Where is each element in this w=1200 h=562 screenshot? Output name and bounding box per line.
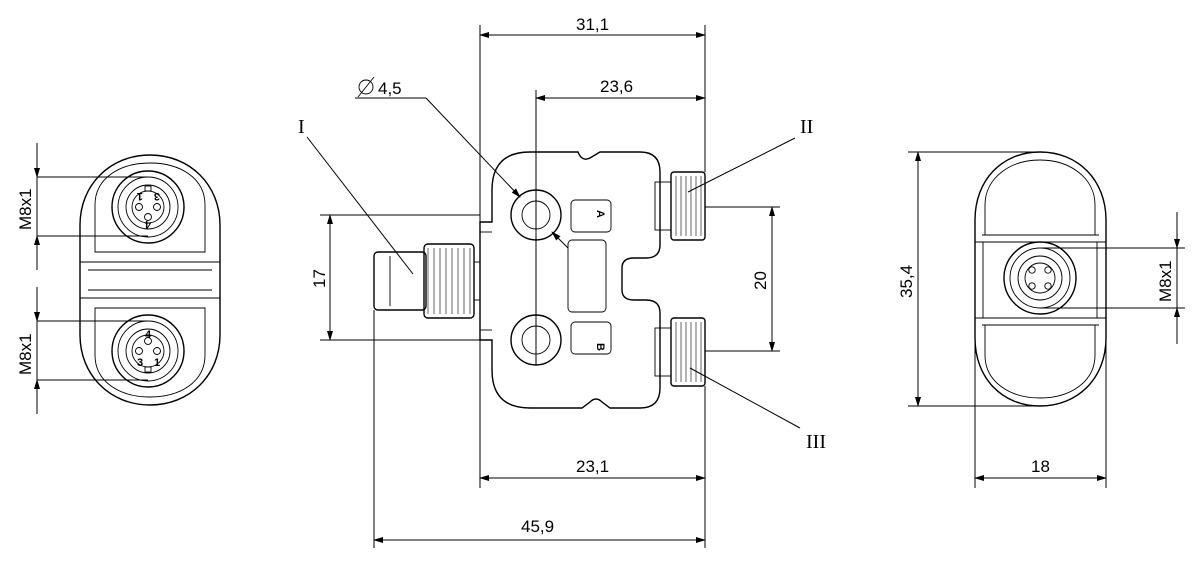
dim-thread-left-bottom: M8x1	[16, 333, 35, 375]
pin-label-bottom-4: 4	[145, 329, 152, 341]
marking-b: B	[594, 343, 606, 351]
dim-hole-diameter: 4,5	[378, 79, 402, 98]
port-label-i: I	[298, 116, 305, 138]
dim-inner-width: 23,6	[600, 77, 633, 96]
marking-a: A	[594, 210, 606, 218]
pin-label-bottom-3: 3	[137, 357, 143, 369]
dim-thread-right: M8x1	[1156, 260, 1175, 302]
left-socket-bottom: 1 3 4	[111, 314, 185, 388]
dim-top-width: 31,1	[576, 15, 609, 34]
pin-label-top-3: 3	[154, 190, 160, 202]
pin-label-top-1: 1	[137, 190, 143, 202]
dim-side-width: 18	[1031, 457, 1050, 476]
dim-height-left: 17	[310, 269, 329, 288]
port-label-ii: II	[800, 116, 813, 138]
pin-label-top-4: 4	[144, 218, 151, 230]
dim-overall-width: 45,9	[521, 517, 554, 536]
connector-ii	[654, 171, 706, 241]
left-end-view: 1 3 4 1 3 4 M8x1 M8x1	[16, 143, 221, 414]
dim-side-height: 35,4	[897, 265, 916, 298]
dim-body-width: 23,1	[576, 457, 609, 476]
right-side-view: 35,4 18 M8x1	[897, 151, 1185, 488]
left-socket-top: 1 3 4	[111, 170, 185, 244]
pin-label-bottom-1: 1	[154, 357, 160, 369]
connector-i	[373, 243, 481, 319]
center-top-view: A B	[298, 15, 826, 548]
port-label-iii: III	[806, 431, 826, 453]
right-socket	[1003, 241, 1077, 315]
dim-thread-left-top: M8x1	[16, 188, 35, 230]
dim-spacing-right: 20	[751, 271, 770, 290]
connector-iii	[654, 317, 706, 387]
